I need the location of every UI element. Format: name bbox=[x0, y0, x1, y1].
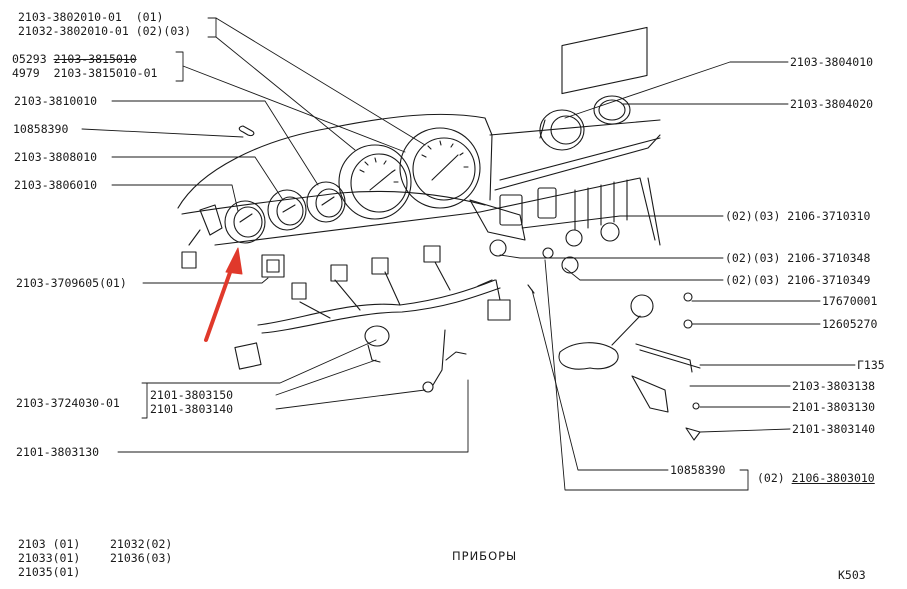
part-label-2106-3803010: (02) 2106-3803010 bbox=[757, 471, 875, 485]
label-variant: (02)(03) bbox=[135, 24, 192, 38]
model-code-21033: 21033(01) bbox=[18, 551, 81, 565]
label-part: 2106-3803010 bbox=[791, 471, 875, 485]
part-label-2103-3804020: 2103-3804020 bbox=[790, 97, 874, 111]
part-label-2106-3710348: (02)(03) 2106-3710348 bbox=[725, 251, 871, 265]
part-label-2106-3710349: (02)(03) 2106-3710349 bbox=[725, 273, 871, 287]
part-label-g135: Г135 bbox=[857, 358, 885, 372]
part-label-2101-3803150: 2101-3803150 bbox=[150, 388, 234, 402]
right-components bbox=[469, 95, 701, 441]
dashboard-outline bbox=[177, 26, 661, 246]
label-part: 2103-3802010-01 bbox=[18, 10, 122, 24]
part-label-2106-3710310: (02)(03) 2106-3710310 bbox=[725, 209, 871, 223]
page-code: К503 bbox=[838, 568, 866, 582]
part-label-2103-3808010: 2103-3808010 bbox=[14, 150, 98, 164]
label-code: 4979 bbox=[12, 66, 40, 80]
part-label-12605270: 12605270 bbox=[822, 317, 878, 331]
part-label-17670001: 17670001 bbox=[822, 294, 878, 308]
part-label-10858390-right: 10858390 bbox=[670, 463, 726, 477]
part-label-2101-3803130-right: 2101-3803130 bbox=[792, 400, 876, 414]
part-label-2103-3804010: 2103-3804010 bbox=[790, 55, 874, 69]
part-label-2101-3803130: 2101-3803130 bbox=[16, 445, 100, 459]
label-code: 05293 bbox=[12, 52, 47, 66]
part-label-2103-3815010-01: 4979 2103-3815010-01 bbox=[12, 66, 157, 80]
part-label-2103-3802010-01: 2103-3802010-01 (01) bbox=[18, 10, 163, 24]
label-variant: (01) bbox=[135, 10, 164, 24]
label-variant: (02) bbox=[757, 471, 785, 485]
part-label-2103-3803138: 2103-3803138 bbox=[792, 379, 876, 393]
part-label-2103-3709605: 2103-3709605(01) bbox=[16, 276, 127, 290]
label-part: 21032-3802010-01 bbox=[18, 24, 129, 38]
label-part: 2103-3815010-01 bbox=[53, 66, 158, 80]
model-code-2103: 2103 (01) bbox=[18, 537, 81, 551]
part-label-10858390: 10858390 bbox=[13, 122, 69, 136]
part-label-21032-3802010-01: 21032-3802010-01 (02)(03) bbox=[18, 24, 191, 38]
label-part: 2103-3815010 bbox=[53, 52, 137, 66]
diagram-title: ПРИБОРЫ bbox=[452, 549, 518, 563]
instrument-cluster bbox=[181, 125, 481, 269]
part-label-2103-3815010: 05293 2103-3815010 bbox=[12, 52, 137, 66]
model-code-21032: 21032(02) bbox=[110, 537, 173, 551]
leader-lines bbox=[81, 17, 856, 491]
part-label-2103-3806010: 2103-3806010 bbox=[14, 178, 98, 192]
part-label-2103-3810010: 2103-3810010 bbox=[14, 94, 98, 108]
highlight-arrow bbox=[204, 247, 243, 342]
part-label-2103-3724030-01: 2103-3724030-01 bbox=[16, 396, 120, 410]
part-label-2101-3803140-right: 2101-3803140 bbox=[792, 422, 876, 436]
model-code-21036: 21036(03) bbox=[110, 551, 173, 565]
model-code-21035: 21035(01) bbox=[18, 565, 81, 579]
wiring-harness bbox=[234, 245, 511, 393]
part-label-2101-3803140: 2101-3803140 bbox=[150, 402, 234, 416]
